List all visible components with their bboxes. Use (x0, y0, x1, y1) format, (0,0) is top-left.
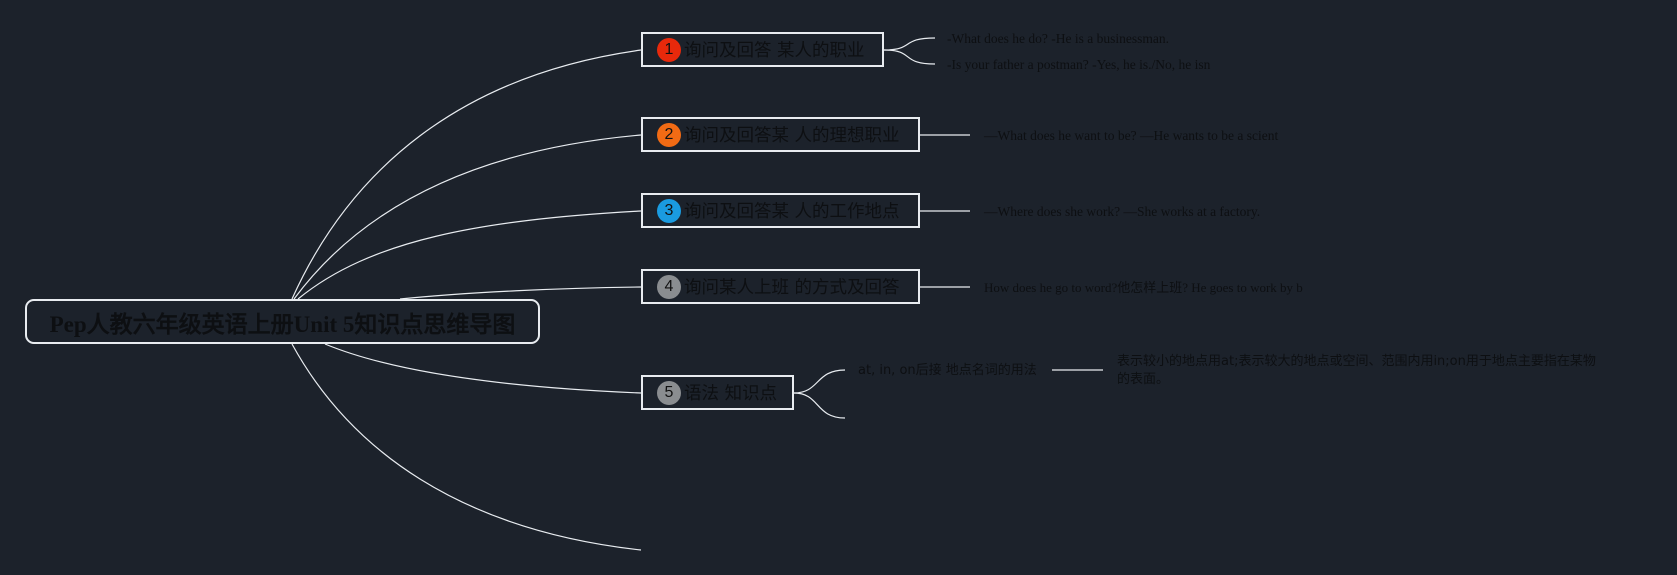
topic-1-detail-2[interactable]: -Is your father a postman? -Yes, he is./… (947, 57, 1211, 72)
topic-3-label: 询问及回答某 人的工作地点 (684, 202, 900, 222)
topic-2-label: 询问及回答某 人的理想职业 (684, 126, 900, 146)
topic-5-label: 语法 知识点 (684, 384, 778, 404)
topic-5-detail-1[interactable]: at, in, on后接 地点名词的用法 (858, 363, 1037, 378)
number-5-badge-icon: 5 (657, 380, 681, 405)
number-1-badge-icon: 1 (657, 37, 681, 62)
topic-4-label: 询问某人上班 的方式及回答 (684, 278, 900, 298)
topic-4[interactable]: 4 询问某人上班 的方式及回答 (641, 269, 920, 304)
topic-2[interactable]: 2 询问及回答某 人的理想职业 (641, 117, 920, 152)
topic-1-detail-1[interactable]: -What does he do? -He is a businessman. (947, 31, 1169, 46)
number-4-badge-icon: 4 (657, 274, 681, 299)
central-topic-label: Pep人教六年级英语上册Unit 5知识点思维导图 (49, 311, 516, 337)
topic-1-label: 询问及回答 某人的职业 (684, 41, 865, 61)
connector-root-empty-branch (291, 343, 642, 551)
connector-root-topic-1 (291, 49, 642, 300)
number-3-badge-icon: 3 (657, 198, 681, 223)
topic-2-detail-1[interactable]: —What does he want to be? —He wants to b… (984, 128, 1279, 143)
topic-5-subdetail[interactable]: 表示较小的地点用at;表示较大的地点或空间、范围内用in;on用于地点主要指在某… (1117, 354, 1596, 387)
connector-topic5-detail1 (793, 369, 846, 394)
topic-3[interactable]: 3 询问及回答某 人的工作地点 (641, 193, 920, 228)
connector-root-topic-3 (297, 210, 642, 300)
connector-topic5-detail2 (793, 392, 846, 419)
topic-1[interactable]: 1 询问及回答 某人的职业 (641, 32, 884, 67)
connector-root-topic-4 (399, 286, 642, 300)
central-topic[interactable]: Pep人教六年级英语上册Unit 5知识点思维导图 (25, 299, 540, 344)
number-2-badge-icon: 2 (657, 122, 681, 147)
topic-3-detail-1[interactable]: —Where does she work? —She works at a fa… (984, 204, 1261, 219)
topic-5[interactable]: 5 语法 知识点 (641, 375, 794, 410)
connector-root-topic-5 (324, 343, 642, 394)
topic-4-detail-1[interactable]: How does he go to word?他怎样上班? He goes to… (984, 280, 1303, 295)
connector-root-topic-2 (293, 134, 642, 300)
connector-topic1-detail2 (883, 49, 936, 65)
connector-topic1-detail1 (883, 37, 936, 51)
